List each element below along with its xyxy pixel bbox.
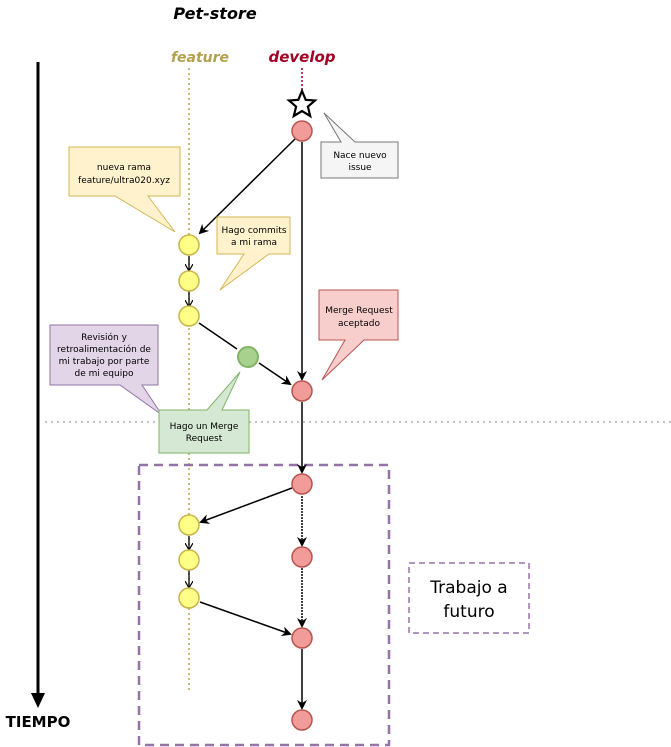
diagram-title: Pet-store	[173, 4, 256, 23]
callout-text: Nace nuevo	[333, 151, 387, 161]
callout-new-branch: nueva rama feature/ultra020.xyz	[68, 146, 181, 233]
merge-edge-b	[258, 362, 292, 386]
feature-commit-node	[178, 549, 200, 571]
develop-commit-node	[291, 709, 313, 731]
callout-text: feature/ultra020.xyz	[78, 176, 170, 186]
develop-branch-label: develop	[268, 48, 335, 66]
time-axis-arrowhead	[31, 693, 45, 708]
feature-commit-node	[178, 234, 200, 256]
callout-text: a mi rama	[231, 238, 277, 248]
develop-commit-node	[291, 380, 313, 402]
develop-commit-node	[291, 546, 313, 568]
star-icon	[286, 88, 318, 119]
callout-text: Revisión y	[81, 332, 127, 343]
branch-off-edge-future	[199, 487, 293, 524]
develop-commit-node	[291, 473, 313, 495]
feature-commit-node	[178, 587, 200, 609]
callout-text: Hago commits	[221, 226, 286, 236]
future-work-area	[137, 463, 391, 747]
callout-review: Revisión y retroalimentación de mi traba…	[49, 324, 163, 416]
callout-text: Request	[186, 434, 223, 444]
callout-text: nueva rama	[97, 163, 151, 173]
develop-commit-node	[291, 627, 313, 649]
callout-text: retroalimentación de	[57, 344, 151, 355]
callout-text: issue	[348, 163, 372, 173]
callout-commits: Hago commits a mi rama	[216, 216, 291, 291]
feature-commit-node	[178, 514, 200, 536]
callout-new-issue: Nace nuevo issue	[320, 112, 399, 179]
callout-text: Merge Request	[325, 306, 393, 316]
merge-edge-a	[198, 322, 238, 350]
feature-commit-node	[178, 270, 200, 292]
feature-branch-label: feature	[171, 50, 229, 66]
merge-edge-future	[199, 601, 292, 637]
callout-text: mi trabajo por parte	[59, 357, 150, 367]
time-axis-label: TIEMPO	[6, 713, 71, 731]
branch-off-edge	[198, 137, 297, 235]
future-work-text: Trabajo a	[429, 578, 507, 598]
develop-commit-node	[291, 120, 313, 142]
future-work-label: Trabajo a futuro	[408, 562, 530, 634]
callout-text: Hago un Merge	[170, 422, 239, 432]
future-work-text: futuro	[443, 602, 494, 622]
feature-commit-node	[178, 305, 200, 327]
merge-request-node	[237, 346, 259, 368]
callout-merge-accepted: Merge Request aceptado	[318, 289, 399, 381]
callout-merge-request: Hago un Merge Request	[158, 371, 250, 454]
callout-text: aceptado	[338, 319, 380, 329]
callout-text: de mi equipo	[75, 369, 134, 379]
